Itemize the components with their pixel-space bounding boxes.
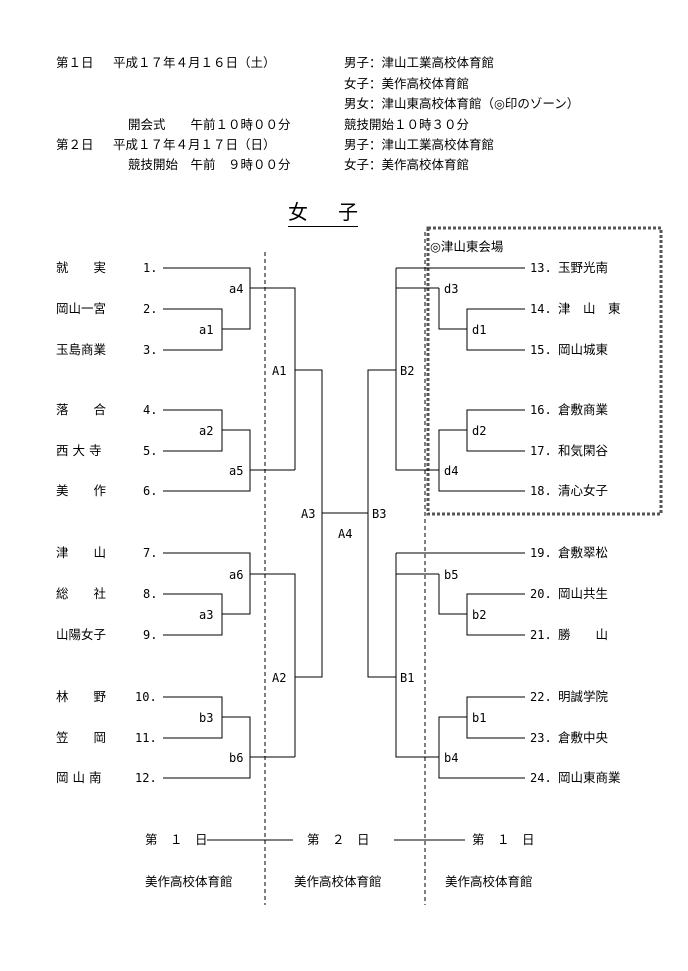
footer-day-right: 第 １ 日: [472, 832, 535, 847]
match-b4: b4: [443, 751, 460, 765]
team-name: 倉敷商業: [558, 402, 609, 417]
footer-venue-left: 美作高校体育館: [145, 874, 233, 889]
team-number: 22.: [530, 690, 552, 704]
team-number: 21.: [530, 628, 552, 642]
match-a2: a2: [198, 424, 215, 438]
opening-ceremony: 開会式 午前１０時００分: [128, 117, 291, 132]
match-A2: A2: [271, 671, 288, 685]
page-title: 女子: [288, 196, 388, 227]
team-name: 山陽女子: [56, 627, 107, 642]
team-name: 西 大 寺: [56, 443, 102, 458]
team-number: 17.: [530, 444, 552, 458]
match-b5: b5: [443, 568, 460, 582]
match-B2: B2: [399, 364, 416, 378]
match-a4: a4: [228, 282, 245, 296]
team-number: 12.: [135, 771, 157, 785]
match-d2: d2: [471, 424, 488, 438]
team-number: 7.: [143, 546, 158, 560]
match-a5: a5: [228, 464, 245, 478]
team-name: 総 社: [56, 586, 107, 601]
day1-date: 平成１７年４月１６日（土）: [113, 55, 276, 70]
team-name: 倉敷中央: [558, 730, 609, 745]
match-d1: d1: [471, 323, 488, 337]
team-number: 23.: [530, 731, 552, 745]
team-name: 笠 岡: [56, 730, 107, 745]
day2-date: 平成１７年４月１７日（日）: [113, 137, 276, 152]
team-name: 津 山: [56, 545, 107, 560]
match-a1: a1: [198, 323, 215, 337]
team-number: 2.: [143, 302, 158, 316]
match-A3: A3: [300, 507, 317, 521]
team-number: 10.: [135, 690, 157, 704]
team-name: 倉敷翠松: [558, 545, 609, 560]
day1-venue-mixed: 男女：津山東高校体育館（◎印のゾーン）: [344, 96, 580, 111]
team-number: 5.: [143, 444, 158, 458]
team-name: 岡山東商業: [558, 770, 621, 785]
day1-venue-women: 女子：美作高校体育館: [344, 76, 470, 91]
match-d3: d3: [443, 282, 460, 296]
team-number: 11.: [135, 731, 157, 745]
team-name: 落 合: [56, 402, 107, 417]
match-A4: A4: [337, 527, 354, 541]
footer-venue-right: 美作高校体育館: [445, 874, 533, 889]
day1-start-time: 競技開始１０時３０分: [344, 117, 470, 132]
footer-day-mid: 第 ２ 日: [307, 832, 370, 847]
match-d4: d4: [443, 464, 460, 478]
match-a3: a3: [198, 608, 215, 622]
team-number: 4.: [143, 403, 158, 417]
match-B3: B3: [371, 507, 388, 521]
team-name: 和気閑谷: [558, 443, 609, 458]
team-name: 岡山共生: [558, 586, 609, 601]
day1-venue-men: 男子：津山工業高校体育館: [344, 55, 495, 70]
team-number: 9.: [143, 628, 158, 642]
team-number: 19.: [530, 546, 552, 560]
footer-venue-mid: 美作高校体育館: [294, 874, 382, 889]
team-number: 15.: [530, 343, 552, 357]
team-number: 8.: [143, 587, 158, 601]
team-number: 14.: [530, 302, 552, 316]
zone-label: ◎津山東会場: [430, 239, 504, 254]
team-number: 3.: [143, 343, 158, 357]
match-B1: B1: [399, 671, 416, 685]
day2-start-time: 競技開始 午前 ９時００分: [128, 157, 291, 172]
team-name: 明誠学院: [558, 689, 609, 704]
team-number: 6.: [143, 484, 158, 498]
footer-day-left: 第 １ 日: [145, 832, 208, 847]
team-number: 24.: [530, 771, 552, 785]
match-A1: A1: [271, 364, 288, 378]
zone-box: [426, 226, 663, 516]
team-name: 林 野: [56, 689, 107, 704]
team-name: 岡山一宮: [56, 301, 107, 316]
team-name: 清心女子: [558, 483, 609, 498]
match-b1: b1: [471, 711, 488, 725]
day2-label: 第２日: [56, 137, 94, 152]
day2-venue-women: 女子：美作高校体育館: [344, 157, 470, 172]
team-name: 玉野光南: [558, 260, 609, 275]
team-name: 就 実: [56, 260, 107, 275]
team-name: 岡山城東: [558, 342, 609, 357]
match-b2: b2: [471, 608, 488, 622]
team-number: 20.: [530, 587, 552, 601]
team-name: 美 作: [56, 483, 107, 498]
match-b6: b6: [228, 751, 245, 765]
day1-label: 第１日: [56, 55, 94, 70]
match-a6: a6: [228, 568, 245, 582]
match-b3: b3: [198, 711, 215, 725]
team-name: 津 山 東: [558, 301, 621, 316]
team-name: 勝 山: [558, 627, 609, 642]
day2-venue-men: 男子：津山工業高校体育館: [344, 137, 495, 152]
team-name: 岡 山 南: [56, 770, 102, 785]
team-number: 13.: [530, 261, 552, 275]
team-number: 18.: [530, 484, 552, 498]
team-number: 16.: [530, 403, 552, 417]
team-name: 玉島商業: [56, 342, 107, 357]
team-number: 1.: [143, 261, 158, 275]
